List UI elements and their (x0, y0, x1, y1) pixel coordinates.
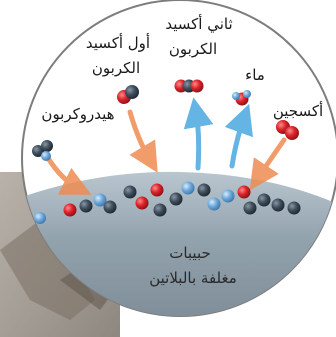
label-hydrocarbon: هيدروكربون (41, 105, 114, 123)
label-co-line1: أول أكسيد (86, 33, 150, 52)
label-beads-line1: حبيبات (169, 244, 211, 262)
label-co2-line2: الكربون (169, 40, 217, 58)
arrow-co2 (196, 112, 199, 168)
label-co2-line1: ثاني أكسيد (165, 14, 232, 34)
label-oxygen: أكسجين (273, 101, 323, 120)
molecule-co2 (175, 80, 204, 93)
label-water: ماء (245, 66, 265, 84)
label-co-line2: الكربون (92, 59, 140, 77)
label-beads-line2: مغلفة بالبلاتين (149, 269, 237, 287)
